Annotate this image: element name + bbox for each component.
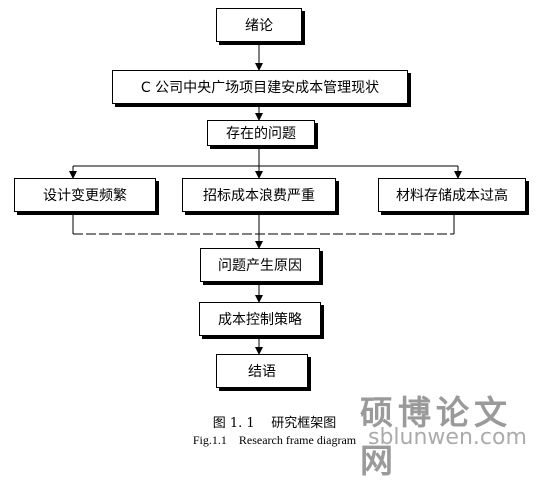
node-problem-tender-cost: 招标成本浪费严重 <box>182 178 336 212</box>
figure-caption-chinese: 图 1. 1 研究框架图 <box>212 416 337 431</box>
node-problem-storage-cost: 材料存储成本过高 <box>378 178 526 212</box>
node-conclusion: 结语 <box>216 354 308 388</box>
watermark-url: sblunwen.com <box>368 425 527 450</box>
connector-lines <box>69 42 462 355</box>
node-control-strategy: 成本控制策略 <box>199 302 321 336</box>
node-management-status: C 公司中央广场项目建安成本管理现状 <box>112 70 408 104</box>
figure-caption-english: Fig.1.1 Research frame diagram <box>192 433 357 447</box>
node-problems: 存在的问题 <box>207 120 315 146</box>
node-problem-design-change: 设计变更频繁 <box>14 178 156 212</box>
node-causes: 问题产生原因 <box>200 248 320 282</box>
node-intro: 绪论 <box>216 8 302 42</box>
